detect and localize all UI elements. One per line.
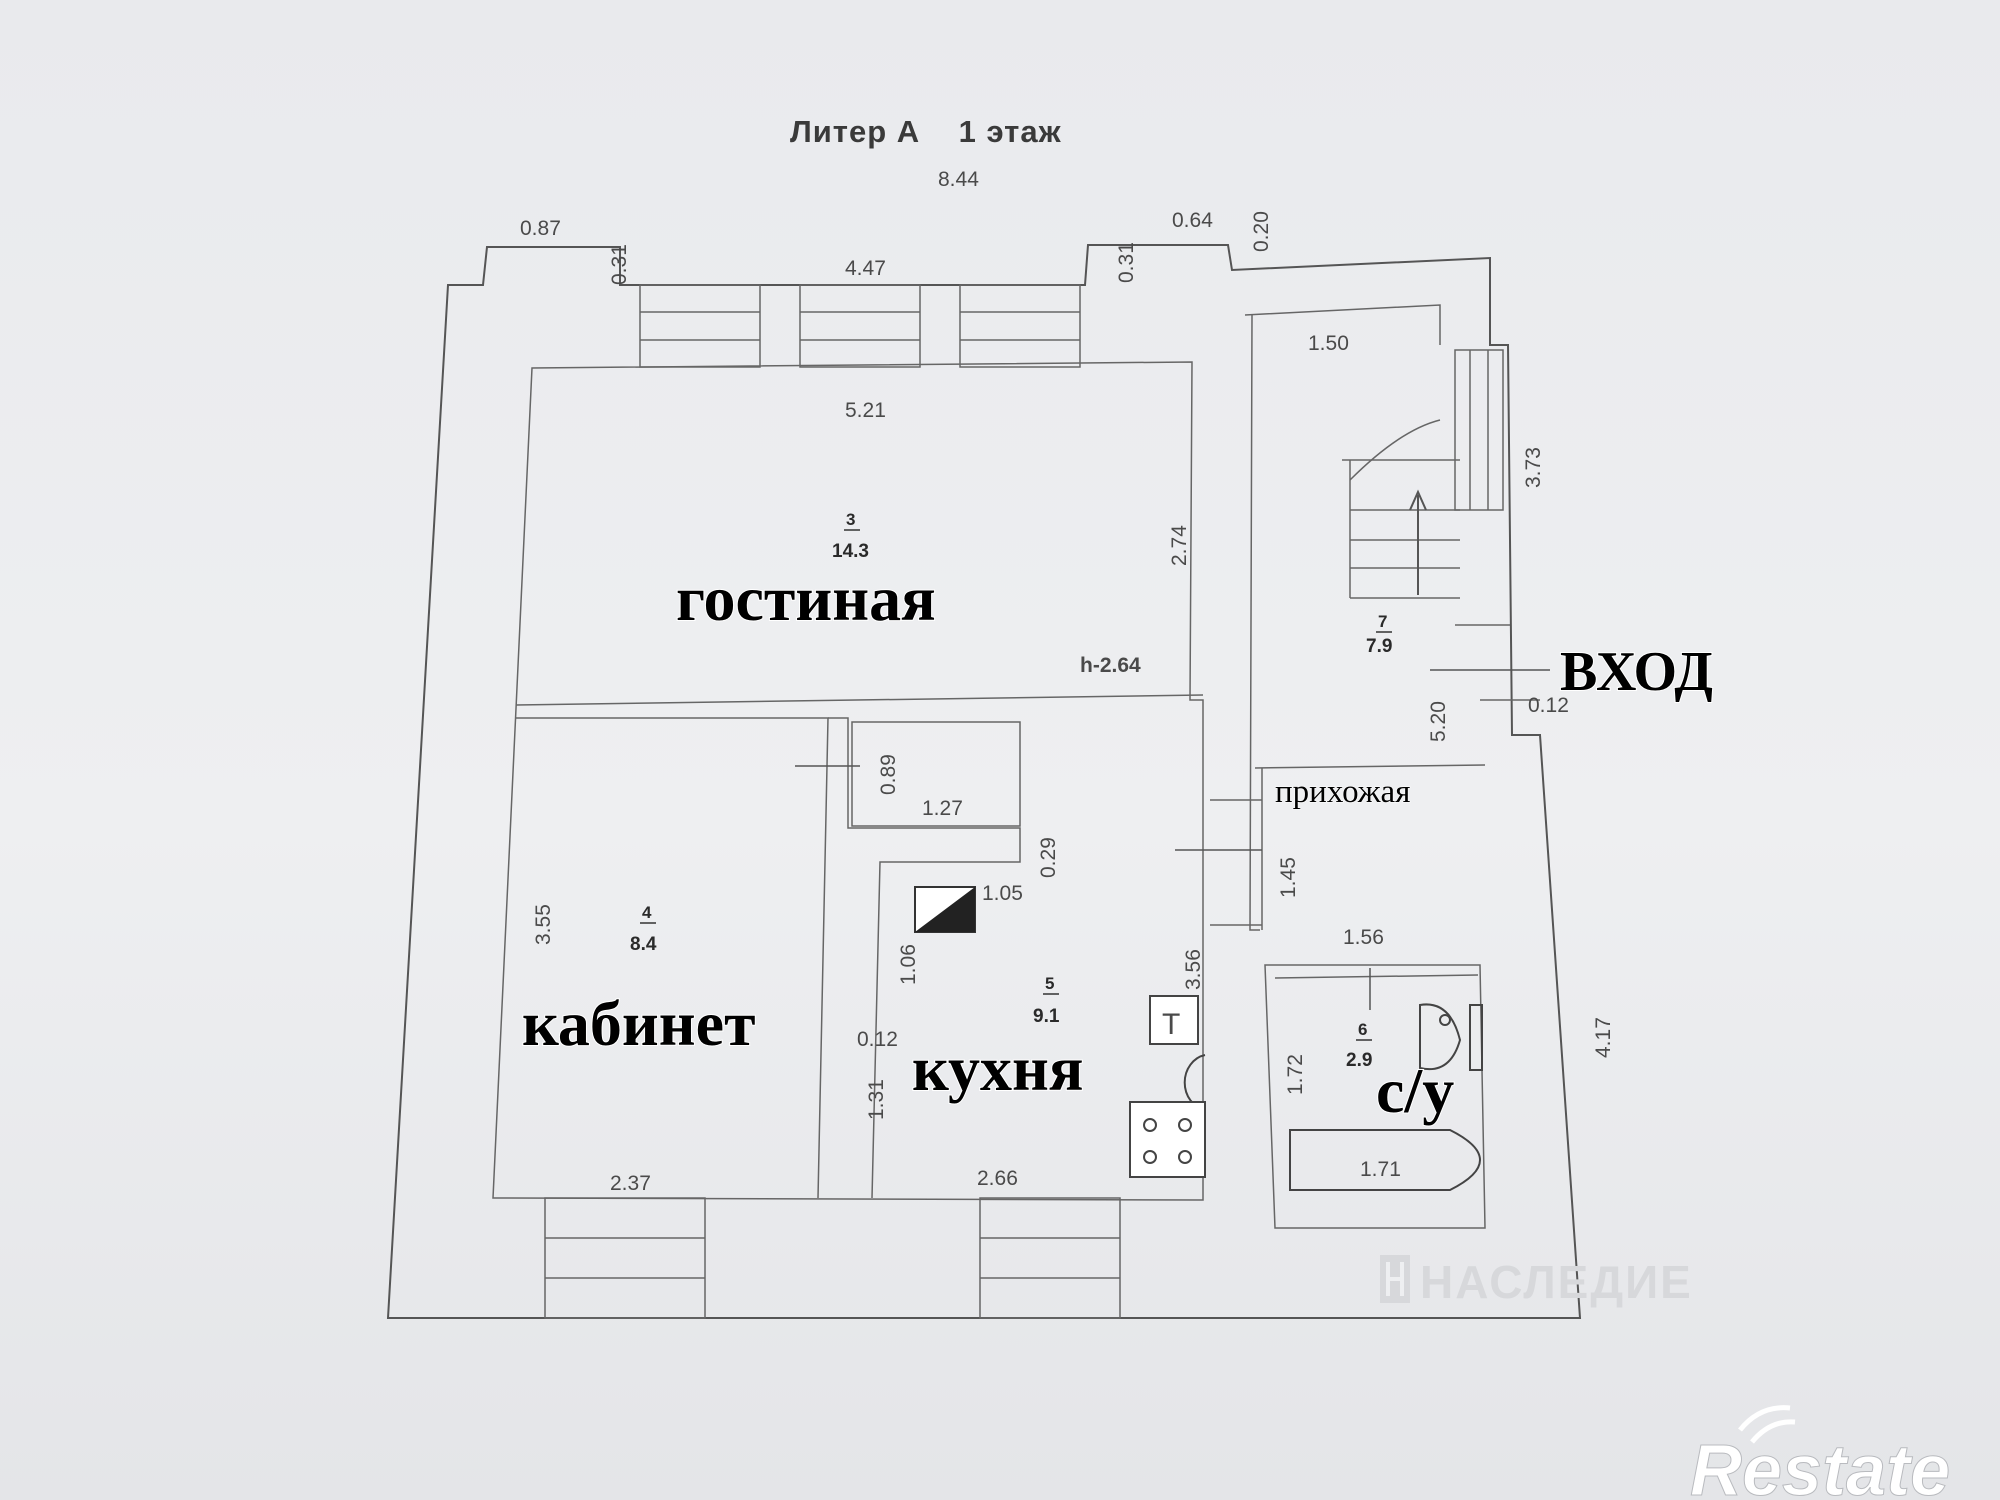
toilet-icon: T [1149, 995, 1199, 1045]
svg-text:7.9: 7.9 [1366, 636, 1392, 657]
plan-title: Литер А 1 этаж [790, 114, 1062, 149]
dim-hall-lower: 1.45 [1277, 857, 1300, 898]
dim-left-step-depth: 0.31 [608, 244, 631, 285]
outer-wall [386, 244, 1582, 1319]
dim-tub-length: 1.71 [1360, 1158, 1401, 1181]
dim-partition: 0.12 [857, 1028, 898, 1051]
chimney-icon [914, 886, 976, 933]
dim-porch-length: 3.73 [1522, 447, 1545, 488]
room-name-living: гостиная [676, 563, 936, 634]
room-6-mark: 6 2.9 [1346, 1020, 1372, 1071]
dim-right-step-depth: 0.31 [1115, 242, 1138, 283]
room-5-mark: 5 9.1 [1033, 974, 1060, 1027]
dim-kitchen-lower: 1.31 [865, 1079, 888, 1120]
watermark-text: НАСЛЕДИЕ [1420, 1256, 1693, 1308]
room-4-mark: 4 8.4 [630, 903, 657, 955]
dim-front-wall: 4.47 [845, 257, 886, 280]
dim-closet-depth: 0.89 [877, 754, 900, 795]
svg-text:6: 6 [1358, 1020, 1367, 1039]
room-7-mark: 7 7.9 [1366, 612, 1392, 657]
dim-kitchen-notch: 0.29 [1037, 837, 1060, 878]
stove-icon [1129, 1101, 1206, 1178]
room-name-hallway: прихожая [1275, 774, 1410, 810]
dim-kitchen-side: 1.06 [897, 944, 920, 985]
watermark: НАСЛЕДИЕ [1380, 1255, 1693, 1308]
dim-bath-length: 1.72 [1284, 1054, 1307, 1095]
svg-text:2.9: 2.9 [1346, 1050, 1372, 1071]
dim-hall-length: 5.20 [1427, 701, 1450, 742]
closet [851, 721, 1021, 827]
dim-right-step: 0.64 [1172, 209, 1213, 232]
top-windows [639, 284, 1081, 368]
svg-text:8.4: 8.4 [630, 934, 657, 955]
svg-text:5: 5 [1045, 974, 1054, 993]
bathtub-icon [1289, 1129, 1481, 1191]
dim-kitchen-width: 2.66 [977, 1167, 1018, 1190]
dim-chimney: 1.05 [982, 882, 1023, 905]
svg-text:9.1: 9.1 [1033, 1006, 1060, 1027]
dim-kitchen-length: 3.56 [1182, 949, 1205, 990]
dim-study-length: 3.55 [532, 904, 555, 945]
svg-text:14.3: 14.3 [832, 541, 869, 562]
dim-ceiling-height: h-2.64 [1080, 654, 1141, 677]
svg-text:3: 3 [846, 510, 855, 529]
overall-width-label: 8.44 [938, 168, 979, 191]
dim-closet-width: 1.27 [922, 797, 963, 820]
room-3-mark: 3 14.3 [832, 510, 869, 562]
interior-walls [515, 304, 1540, 1229]
room-name-study: кабинет [522, 988, 756, 1059]
staircase [1342, 349, 1510, 626]
room-name-kitchen: кухня [912, 1033, 1083, 1104]
dim-entry-wall: 0.12 [1528, 694, 1569, 717]
washbasin-icon [1419, 1003, 1483, 1071]
dim-corner-offset: 0.20 [1250, 211, 1273, 252]
brand-logo-text: Restate [1690, 1431, 1950, 1500]
dim-living-depth: 2.74 [1168, 525, 1191, 566]
dim-left-step: 0.87 [520, 217, 561, 240]
dim-study-width: 2.37 [610, 1172, 651, 1195]
room-name-bathroom: с/у [1376, 1055, 1454, 1126]
dim-right-wall: 4.17 [1592, 1017, 1615, 1058]
inner-wall [492, 361, 1204, 1201]
entrance-label: ВХОД [1560, 641, 1713, 703]
svg-text:7: 7 [1378, 612, 1387, 631]
bottom-windows [544, 1197, 1121, 1319]
dim-bath-width: 1.56 [1343, 926, 1384, 949]
brand-logo: Restate [1690, 1405, 1951, 1500]
svg-text:4: 4 [642, 903, 652, 922]
dim-hall-width-top: 1.50 [1308, 332, 1349, 355]
dim-living-width: 5.21 [845, 399, 886, 422]
svg-text:T: T [1162, 1008, 1180, 1041]
